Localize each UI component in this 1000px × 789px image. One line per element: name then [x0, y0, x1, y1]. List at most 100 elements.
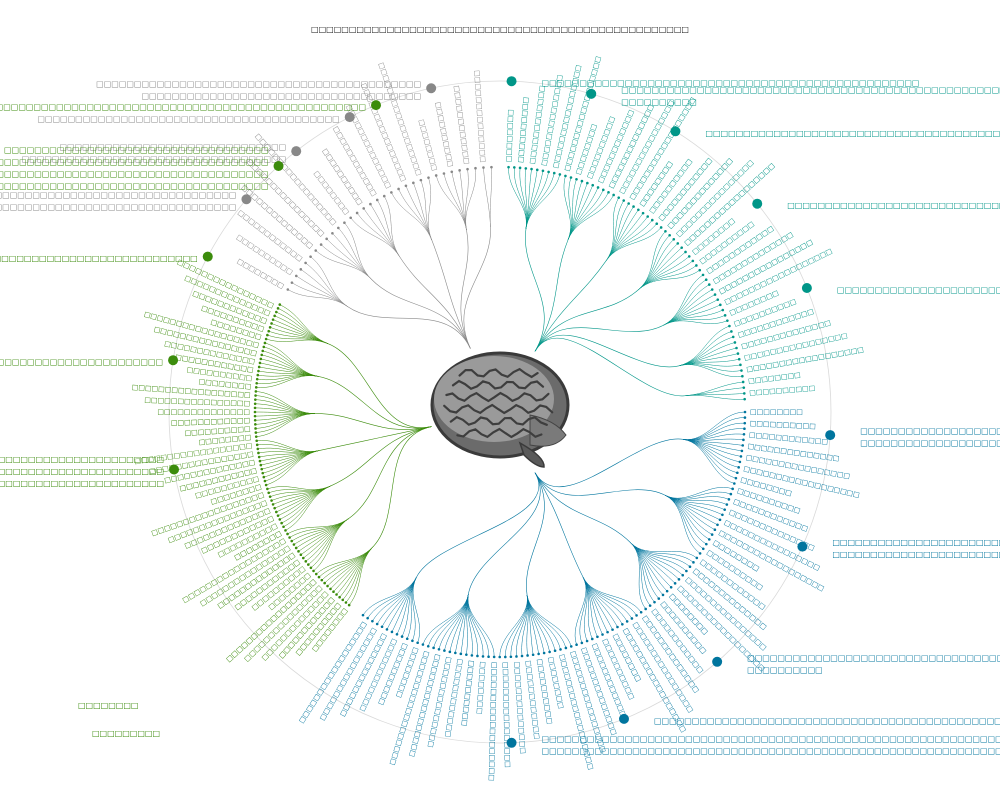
leaf-node: [347, 603, 351, 607]
leaf-node: [349, 216, 352, 220]
leaf-node: [273, 506, 276, 510]
leaf-node: [254, 386, 258, 389]
leaf-link: [665, 487, 733, 499]
leaf-node: [476, 654, 479, 658]
leaf-link: [384, 195, 400, 257]
leaf-link: [465, 168, 476, 231]
leaf-node: [412, 181, 415, 185]
leaf-link: [663, 320, 728, 326]
leaf-node: [261, 349, 265, 353]
leaf-node: [616, 625, 619, 629]
leaf-link: [438, 594, 469, 650]
leaf-node: [331, 231, 334, 235]
leaf-node: [691, 259, 695, 263]
leaf-node: [400, 635, 404, 638]
leaf-node: [548, 650, 551, 654]
branch-link: [534, 239, 569, 352]
leaf-node: [290, 539, 294, 543]
leaf-node: [515, 655, 518, 658]
category-label: □□□□□□□□□□□□□□□□□□□□□□□□□□□□□□: [860, 439, 1000, 448]
leaf-label: □□□□□□□□□□: [235, 233, 294, 276]
leaf-link: [398, 188, 432, 241]
leaf-node: [380, 625, 384, 629]
branch-link: [319, 426, 432, 451]
leaf-link: [467, 594, 495, 657]
leaf-link: [682, 439, 736, 479]
category-marker: [506, 76, 517, 87]
leaf-node: [297, 550, 300, 553]
leaf-label: □□□□□□□□: [475, 661, 487, 714]
leaf-node: [644, 607, 647, 611]
leaf-node: [390, 191, 393, 194]
leaf-node: [665, 589, 669, 593]
category-marker: [291, 146, 302, 157]
branch-link: [468, 472, 541, 595]
leaf-node: [267, 491, 271, 495]
category-marker: [168, 355, 179, 366]
leaf-node: [432, 646, 435, 650]
leaf-node: [513, 166, 516, 169]
leaf-link: [682, 411, 746, 440]
leaf-link: [665, 495, 713, 535]
leaf-link: [682, 439, 740, 463]
branch-link: [534, 337, 685, 397]
leaf-node: [509, 655, 513, 659]
leaf-link: [412, 576, 420, 643]
category-label: □□□□□□□□□□: [621, 97, 697, 106]
leaf-node: [664, 229, 667, 233]
leaf-node: [262, 475, 266, 479]
leaf-link: [606, 227, 662, 261]
leaf-link: [267, 485, 331, 490]
leaf-link: [574, 577, 587, 645]
leaf-link: [420, 180, 432, 241]
leaf-node: [564, 174, 567, 178]
branch-link: [534, 260, 607, 352]
leaf-node: [553, 649, 557, 653]
leaf-node: [668, 233, 671, 237]
leaf-node: [482, 166, 485, 169]
category-label: □□□□□□□□□□□□□□□□□□□□□□□□□□□□□□□□□□□□□□□□…: [542, 746, 1000, 755]
leaf-link: [679, 364, 742, 372]
leaf-link: [638, 265, 697, 290]
leaf-link: [606, 203, 629, 261]
leaf-node: [255, 443, 259, 447]
leaf-node: [735, 346, 738, 350]
branch-link: [327, 343, 432, 428]
category-label: □□□□□□□□□□□□□□□□□□□□□□□□□□□□□□□□□□□□□□□□…: [654, 716, 1000, 725]
leaf-node: [341, 598, 345, 602]
leaf-node: [586, 181, 589, 185]
leaf-node: [707, 283, 711, 286]
leaf-node: [601, 633, 604, 636]
leaf-link: [376, 576, 417, 625]
leaf-node: [481, 655, 485, 658]
leaf-node: [397, 187, 400, 191]
leaf-link: [255, 391, 316, 414]
leaf-node: [355, 211, 359, 215]
category-label: □□□□□□□□□□□□□□□□□□□□□□□□□□□□□□: [59, 143, 286, 152]
leaf-node: [474, 166, 477, 170]
leaf-link: [293, 518, 349, 545]
leaf-link: [526, 594, 550, 652]
branch-link: [534, 289, 639, 352]
leaf-node: [542, 651, 546, 655]
leaf-link: [266, 450, 320, 486]
leaf-node: [547, 170, 550, 174]
category-marker: [202, 251, 213, 262]
leaf-link: [567, 194, 614, 241]
leaf-node: [558, 173, 562, 176]
leaf-link: [333, 546, 374, 592]
leaf-label: □□□□□□□□□□□□□□□□: [144, 396, 250, 408]
leaf-node: [257, 455, 261, 459]
category-label: □□□□□□□□□□□□□□□□□□□□□□□□□□□□□□□□□□□□□□□□…: [542, 734, 1000, 743]
leaf-node: [329, 587, 332, 591]
leaf-link: [367, 576, 417, 619]
leaf-label: □□□□□□□□□□□□: [452, 85, 470, 165]
leaf-node: [254, 427, 257, 430]
leaf-link: [499, 594, 528, 658]
leaf-node: [259, 357, 263, 361]
leaf-node: [487, 655, 490, 659]
leaf-node: [254, 398, 257, 401]
category-marker: [273, 161, 284, 172]
leaf-link: [638, 260, 694, 290]
leaf-node: [723, 508, 726, 511]
